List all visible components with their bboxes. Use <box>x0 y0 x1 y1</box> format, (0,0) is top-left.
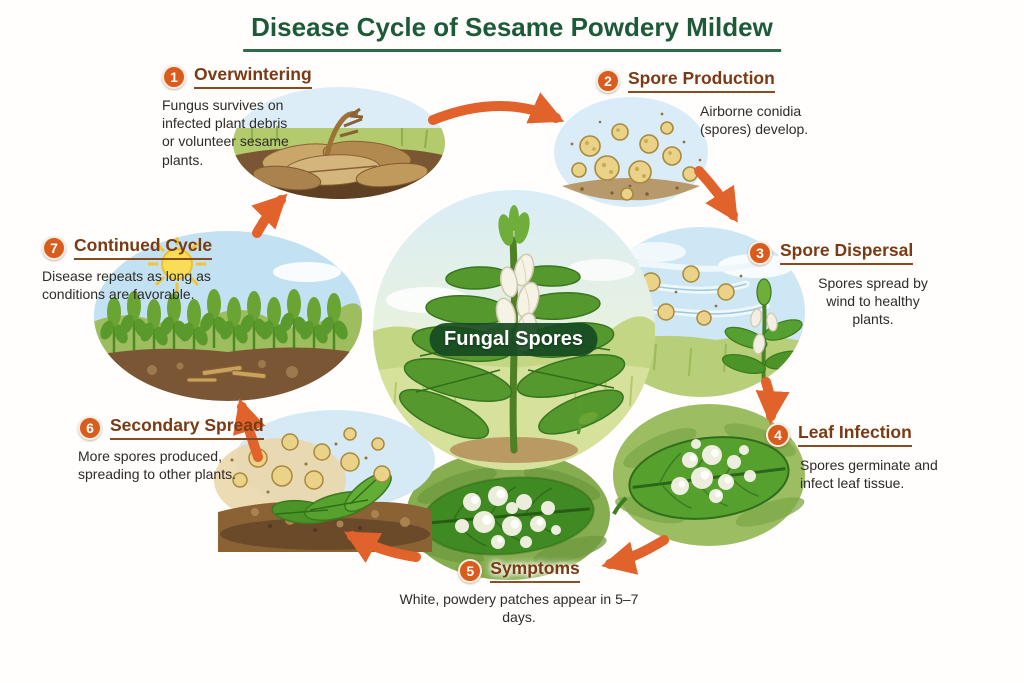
stage-title: Continued Cycle <box>74 235 213 260</box>
stage-title: Symptoms <box>490 558 580 583</box>
center-plant-illustration: Fungal Spores <box>366 182 661 472</box>
stage-title: Secondary Spread <box>110 415 264 440</box>
continued-cycle-illustration <box>92 230 364 402</box>
stage-description: Airborne conidia (spores) develop. <box>700 103 809 138</box>
stage-number-badge: 3 <box>748 240 772 265</box>
stage-description: Spores spread by wind to healthy plants. <box>818 275 928 328</box>
symptoms-illustration <box>402 446 614 584</box>
center-label: Fungal Spores <box>429 323 598 356</box>
spore-production-illustration <box>552 94 710 212</box>
secondary-spread-illustration <box>210 400 438 552</box>
stage-secondary-spread: 6 Secondary Spread More spores produced,… <box>78 415 264 483</box>
stage-description: White, powdery patches appear in 5–7 day… <box>399 591 639 626</box>
leaf-infection-illustration <box>610 400 808 550</box>
page-title: Disease Cycle of Sesame Powdery Mildew <box>243 12 781 52</box>
stage-spore-production: 2 Spore Production Airborne conidia (spo… <box>596 68 828 138</box>
overwintering-illustration <box>232 86 447 201</box>
stage-description: Fungus survives on infected plant debris… <box>162 97 289 168</box>
stage-overwintering: 1 Overwintering Fungus survives on infec… <box>162 64 312 169</box>
stage-description: More spores produced, spreading to other… <box>78 448 236 483</box>
stage-description: Disease repeats as long as conditions ar… <box>42 268 211 303</box>
stage-title: Leaf Infection <box>798 422 912 447</box>
stage-number-badge: 2 <box>596 68 620 93</box>
stage-spore-dispersal: 3 Spore Dispersal Spores spread by wind … <box>748 240 936 329</box>
stage-title: Spore Production <box>628 68 775 93</box>
stage-title: Overwintering <box>194 64 312 89</box>
stage-number-badge: 7 <box>42 235 66 260</box>
stage-number-badge: 5 <box>458 558 483 583</box>
arrow-7-to-1 <box>251 193 288 238</box>
arrow-1-to-2 <box>428 92 565 125</box>
stage-continued-cycle: 7 Continued Cycle Disease repeats as lon… <box>42 235 220 303</box>
stage-number-badge: 1 <box>162 64 186 89</box>
stage-symptoms: 5 Symptoms White, powdery patches appear… <box>398 558 640 626</box>
stage-description: Spores germinate and infect leaf tissue. <box>800 457 938 492</box>
stage-number-badge: 6 <box>78 415 102 440</box>
stage-title: Spore Dispersal <box>780 240 914 265</box>
stage-leaf-infection: 4 Leaf Infection Spores germinate and in… <box>766 422 952 492</box>
stage-number-badge: 4 <box>766 422 790 447</box>
